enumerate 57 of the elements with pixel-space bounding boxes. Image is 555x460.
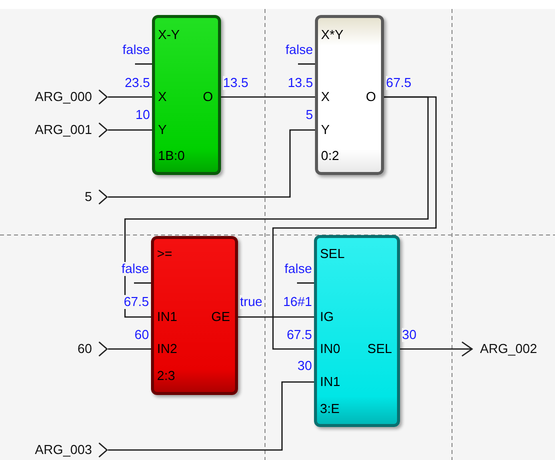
wire [108, 348, 151, 350]
wire [238, 316, 314, 318]
input-variable: ARG_001 [34, 122, 108, 138]
wire [108, 129, 315, 198]
wire [108, 129, 152, 131]
pin-label: IN2 [157, 342, 178, 356]
block-title: >= [157, 247, 172, 261]
block-id: 0:2 [321, 149, 340, 163]
pin-label: IG [320, 310, 334, 324]
value-label: 30 [298, 359, 312, 373]
value-label: false [122, 43, 150, 57]
pin-label: IN0 [320, 342, 340, 356]
block-title: SEL [320, 247, 345, 261]
value-label: 16#1 [283, 295, 312, 309]
input-variable: 5 [84, 189, 108, 205]
pin-label: Y [158, 123, 167, 137]
wire [124, 96, 429, 318]
function-block [152, 15, 221, 175]
input-variable: ARG_003 [34, 442, 108, 458]
block-id: 1B:0 [158, 149, 185, 163]
wire [221, 96, 315, 98]
wire [272, 96, 437, 350]
value-label: 13.5 [223, 76, 248, 90]
input-variable: 60 [78, 341, 108, 357]
pin-label: X [158, 90, 167, 104]
pin-label: IN1 [320, 375, 340, 389]
pin-label: IN1 [157, 310, 178, 324]
value-label: 23.5 [124, 76, 150, 90]
value-label: false [286, 43, 313, 57]
value-label: 13.5 [288, 76, 313, 90]
block-title: X*Y [321, 28, 344, 42]
value-label: 60 [134, 328, 149, 342]
pin-label: Y [321, 123, 330, 137]
wire [108, 96, 152, 98]
value-label: 30 [402, 328, 416, 342]
pin-label: X [321, 90, 330, 104]
block-id: 3:E [320, 402, 340, 416]
block-title: X-Y [158, 28, 180, 42]
block-id: 2:3 [157, 369, 176, 383]
wire [108, 381, 314, 451]
pin-label: O [202, 90, 213, 104]
pin-label: SEL [367, 342, 392, 356]
value-label: 67.5 [286, 328, 312, 342]
input-variable: ARG_000 [34, 89, 108, 105]
value-label: false [122, 262, 149, 276]
function-block [151, 236, 238, 395]
value-label: 67.5 [386, 76, 412, 90]
value-label: 10 [136, 108, 150, 122]
value-label: false [284, 262, 312, 276]
pin-label: GE [211, 310, 230, 324]
wire [400, 341, 473, 357]
value-label: 67.5 [124, 295, 149, 309]
function-block [314, 235, 400, 427]
output-variable: ARG_002 [472, 341, 538, 357]
pin-label: O [366, 90, 376, 104]
function-block [315, 15, 384, 175]
value-label: true [240, 295, 262, 309]
